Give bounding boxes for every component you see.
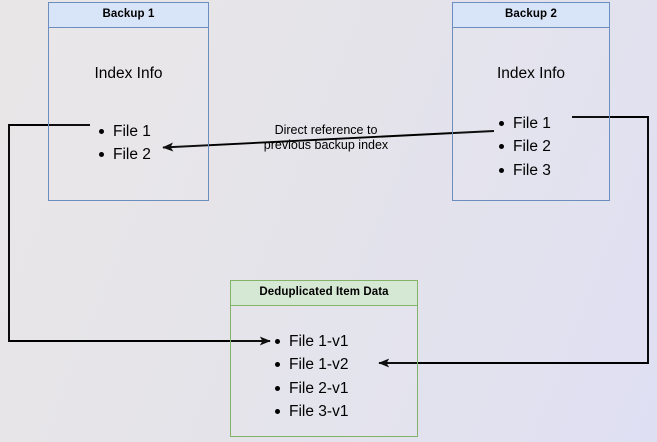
backup-1-index-info-label: Index Info [94, 64, 163, 82]
list-item: File 2-v1 [273, 380, 348, 397]
list-item: File 1 [97, 123, 151, 140]
list-item: File 2 [497, 139, 551, 155]
deduplicated-item-data-box[interactable]: Deduplicated Item Data File 1-v1 File 1-… [230, 280, 418, 437]
backup-1-body: Index Info File 1 File 2 [49, 28, 208, 201]
list-item: File 1-v2 [273, 357, 348, 373]
direct-reference-label: Direct reference to previous backup inde… [252, 123, 400, 153]
backup-2-index-info-label: Index Info [496, 64, 566, 82]
backup-2-box[interactable]: Backup 2 Index Info File 1 File 2 File 3 [452, 2, 610, 201]
list-item: File 3 [497, 162, 551, 179]
deduplicated-item-data-title: Deduplicated Item Data [231, 281, 417, 306]
deduplicated-item-data-body: File 1-v1 File 1-v2 File 2-v1 File 3-v1 [231, 306, 417, 437]
list-item: File 2 [97, 147, 151, 163]
list-item: File 1-v1 [273, 333, 348, 350]
arrow-backup2-to-dedup [378, 116, 649, 368]
backup-1-box[interactable]: Backup 1 Index Info File 1 File 2 [48, 2, 209, 201]
list-item: File 3-v1 [273, 404, 348, 420]
deduplicated-file-list: File 1-v1 File 1-v2 File 2-v1 File 3-v1 [273, 333, 348, 428]
direct-reference-label-line-2: previous backup index [263, 138, 389, 152]
direct-reference-label-line-1: Direct reference to [274, 123, 378, 137]
backup-1-title: Backup 1 [49, 3, 208, 28]
backup-2-file-list: File 1 File 2 File 3 [497, 115, 551, 187]
arrow-backup1-to-dedup [8, 124, 271, 346]
list-item: File 1 [497, 115, 551, 132]
backup-2-body: Index Info File 1 File 2 File 3 [453, 28, 609, 201]
backup-1-file-list: File 1 File 2 [97, 123, 151, 171]
arrow-backup2-to-backup1-index [162, 130, 495, 152]
backup-2-title: Backup 2 [453, 3, 609, 28]
